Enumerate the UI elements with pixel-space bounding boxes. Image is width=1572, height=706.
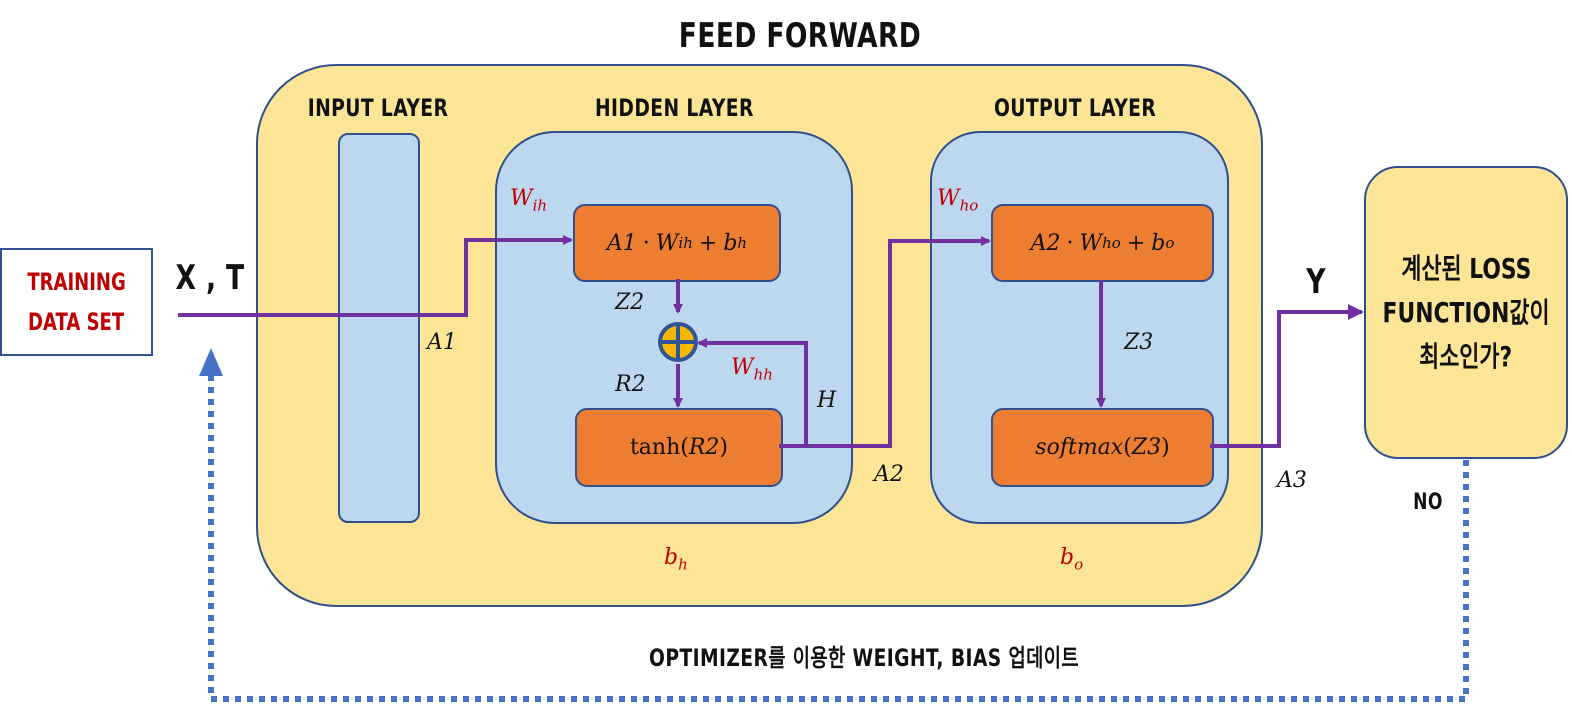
hidden-layer-title: HIDDEN LAYER <box>595 94 754 122</box>
sum-node-icon <box>658 322 698 362</box>
w-ih-sub: ih <box>532 196 548 215</box>
hidden-linear-a: A1 <box>606 230 637 256</box>
optimizer-caption: OPTIMIZER를 이용한 WEIGHT, BIAS 업데이트 <box>649 644 1079 672</box>
output-linear-dot: · <box>1066 230 1074 256</box>
label-y: Y <box>1306 262 1326 302</box>
label-b-o: bo <box>1060 545 1083 573</box>
label-a1: A1 <box>427 330 457 355</box>
label-no: NO <box>1413 490 1443 515</box>
label-h: H <box>817 388 837 413</box>
b-o-base: b <box>1060 545 1075 570</box>
training-line-2: DATA SET <box>28 308 125 336</box>
feedback-loop-dotted <box>208 372 1469 702</box>
loss-line-1: 계산된 LOSS <box>1400 251 1532 285</box>
w-hh-sub: hh <box>753 365 773 384</box>
feedback-arrowhead <box>199 348 223 376</box>
arrow-input-to-hidden <box>178 235 573 317</box>
softmax-close: ) <box>1161 435 1170 460</box>
output-linear-a: A2 <box>1030 230 1061 256</box>
training-line-1: TRAINING <box>27 268 126 296</box>
label-z2: Z2 <box>615 290 645 315</box>
label-b-h: bh <box>664 545 688 573</box>
label-w-ih: Wih <box>510 186 547 214</box>
loss-check-box: 계산된 LOSS FUNCTION값이 최소인가? <box>1364 166 1568 459</box>
w-ho-sub: ho <box>959 196 979 215</box>
label-a2: A2 <box>874 462 904 487</box>
tanh-close: ) <box>719 435 729 460</box>
input-layer-title: INPUT LAYER <box>307 94 449 122</box>
label-xt: X , T <box>175 258 245 298</box>
hidden-linear-dot: · <box>642 230 650 256</box>
output-linear-bsub: o <box>1165 234 1175 252</box>
label-a3: A3 <box>1277 468 1307 493</box>
tanh-arg: R2 <box>688 435 720 460</box>
hidden-linear-w: W <box>655 230 679 256</box>
softmax-open: ( <box>1123 435 1132 460</box>
softmax-fn: softmax <box>1035 435 1124 460</box>
loss-line-3: 최소인가? <box>1419 339 1513 373</box>
softmax-arg: Z3 <box>1131 435 1162 460</box>
label-w-hh: Whh <box>731 355 773 383</box>
tanh-fn: tanh( <box>629 435 689 460</box>
w-ih-base: W <box>510 186 533 211</box>
b-h-base: b <box>664 545 679 570</box>
w-ho-base: W <box>937 186 960 211</box>
softmax-node: softmax(Z3) <box>991 408 1214 487</box>
hidden-linear-wsub: ih <box>678 234 693 252</box>
loss-line-2: FUNCTION값이 <box>1382 295 1550 329</box>
hidden-linear-plus: + <box>698 230 718 256</box>
hidden-linear-b: b <box>723 230 738 256</box>
training-data-set-box: TRAINING DATA SET <box>0 248 153 356</box>
w-hh-base: W <box>731 355 754 380</box>
arrow-output-to-loss <box>1210 304 1364 448</box>
arrow-hidden-to-output <box>779 236 991 448</box>
output-linear-w: W <box>1079 230 1103 256</box>
b-o-sub: o <box>1074 555 1084 574</box>
label-w-ho: Who <box>937 186 978 214</box>
output-linear-wsub: ho <box>1102 234 1121 252</box>
diagram-title: FEED FORWARD <box>678 16 922 56</box>
output-linear-b: b <box>1151 230 1166 256</box>
tanh-node: tanh(R2) <box>575 408 783 487</box>
output-linear-plus: + <box>1126 230 1146 256</box>
hidden-linear-bsub: h <box>737 234 748 252</box>
b-h-sub: h <box>678 555 688 574</box>
label-r2: R2 <box>615 372 646 397</box>
arrow-recurrent-loop <box>697 338 808 446</box>
input-layer-box <box>338 133 420 523</box>
output-layer-title: OUTPUT LAYER <box>994 94 1157 122</box>
label-z3: Z3 <box>1124 330 1154 355</box>
